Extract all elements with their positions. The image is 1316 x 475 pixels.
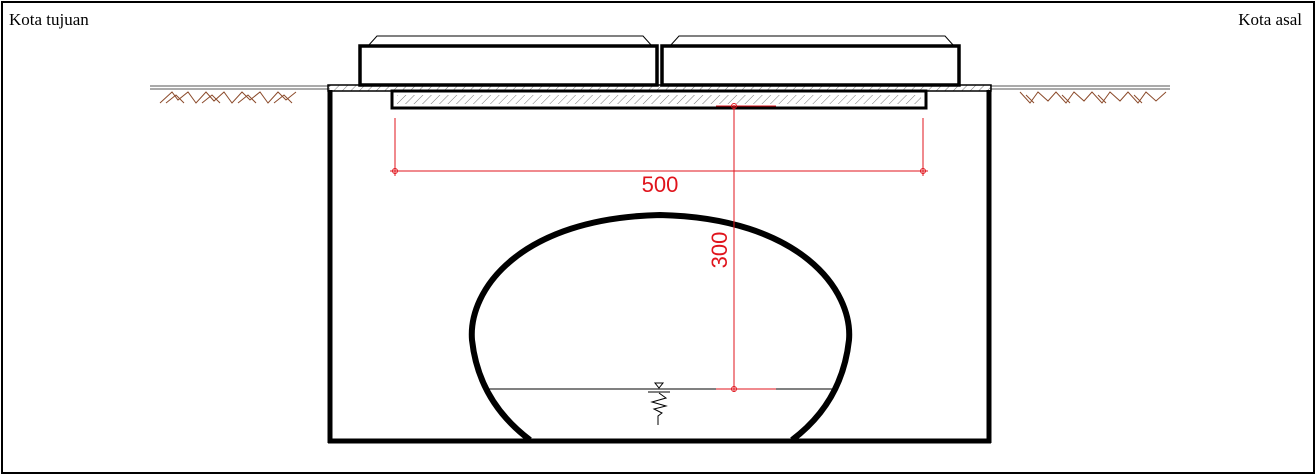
soil-hatch-left	[159, 91, 297, 104]
dimension-width	[390, 118, 928, 176]
box-culvert	[327, 90, 992, 444]
soil-hatch-right	[1019, 91, 1167, 104]
vehicle-right	[660, 35, 961, 87]
dimension-height	[716, 103, 776, 392]
vehicle-left	[358, 35, 659, 87]
dimension-height-label: 300	[707, 232, 732, 269]
direction-label-left: Kota tujuan	[9, 10, 89, 29]
water-level-icon	[648, 382, 670, 425]
ground-surface	[150, 85, 1170, 90]
arch-pipe	[468, 211, 853, 443]
pavement-hatch	[397, 95, 921, 104]
dimension-width-label: 500	[642, 172, 679, 197]
direction-label-right: Kota asal	[1238, 10, 1302, 29]
